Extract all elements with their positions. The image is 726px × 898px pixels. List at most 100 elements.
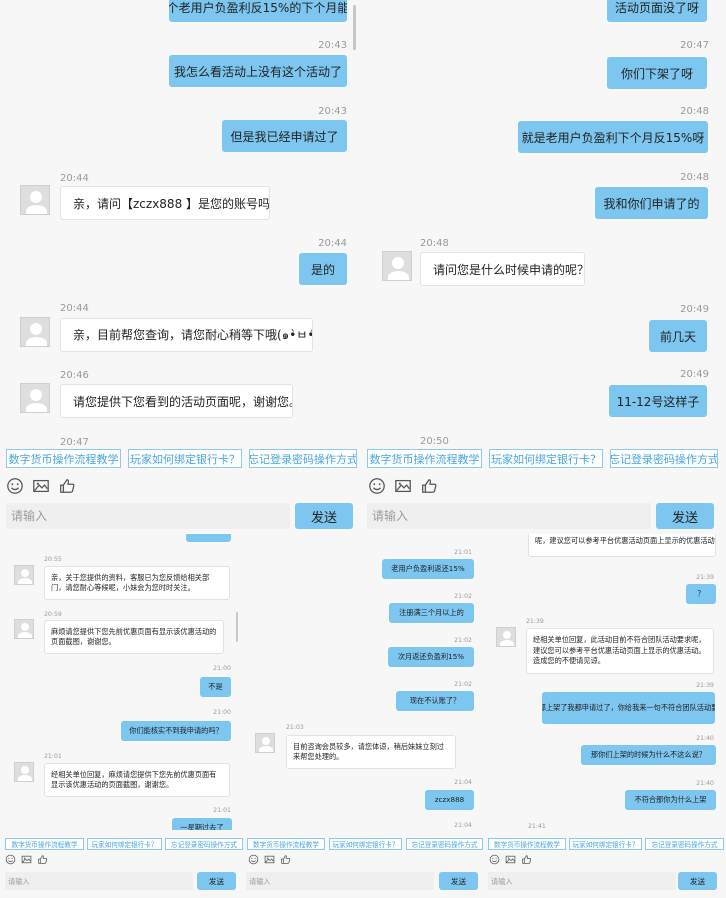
emoji-icon[interactable] [5, 854, 16, 865]
agent-message-bubble: 亲，目前帮您查询，请您耐心稍等下哦(๑•̀ㅂ•́)و✧ [60, 318, 313, 352]
agent-message-bubble: 亲，请问【zczx888 】是您的账号吗？ [60, 186, 270, 220]
user-message-bubble: 我怎么看活动上没有这个活动了 [169, 55, 347, 87]
agent-message-bubble: 请您提供下您看到的活动页面呢，谢谢您。 [60, 384, 293, 418]
quick-reply-chip[interactable]: 玩家如何绑定银行卡？ [329, 838, 402, 850]
image-icon[interactable] [505, 854, 516, 865]
user-message-bubble: 次月返还负盈利15% [388, 647, 474, 667]
agent-avatar [14, 619, 34, 639]
message-timestamp: 21:40 [696, 780, 714, 787]
send-button[interactable]: 发送 [656, 503, 714, 529]
message-input[interactable] [488, 872, 676, 890]
input-toolbar [368, 477, 438, 495]
send-button[interactable]: 发送 [295, 503, 353, 529]
agent-avatar [20, 317, 50, 347]
agent-message-bubble: 经相关单位回复，此活动目前不符合团队活动要求呢，建议您可以参考平台优惠活动页面上… [526, 628, 714, 674]
agent-message-bubble: 请问您是什么时候申请的呢？ [420, 252, 585, 286]
agent-message-bubble: 亲，关于您提供的资料，客服已为您反馈给相关部门，请您耐心等候呢，小妹会为您时时关… [44, 566, 230, 600]
quick-reply-bar: 数字货币操作流程教学玩家如何绑定银行卡？忘记登录密码操作方式 [484, 838, 726, 850]
quick-reply-chip[interactable]: 忘记登录密码操作方式 [645, 838, 724, 850]
message-timestamp: 20:55 [44, 556, 62, 563]
agent-avatar [382, 251, 412, 281]
message-timestamp: 20:48 [680, 106, 709, 117]
message-timestamp: 21:00 [213, 709, 231, 716]
user-message-bubble: 一星期过去了 [172, 818, 232, 830]
message-timestamp: 21:39 [526, 618, 544, 625]
emoji-icon[interactable] [489, 854, 500, 865]
agent-avatar [496, 627, 516, 647]
message-timestamp: 20:50 [420, 436, 449, 446]
avatar-head [30, 190, 42, 203]
avatar-body [18, 578, 32, 584]
avatar-body [500, 640, 514, 646]
avatar-head [21, 766, 29, 774]
avatar-body [387, 270, 409, 280]
message-timestamp: 20:47 [680, 40, 709, 51]
message-timestamp: 20:49 [680, 369, 709, 380]
quick-reply-chip[interactable]: 玩家如何绑定银行卡？ [87, 838, 162, 850]
user-message-bubble: 不符合那你为什么上架 [625, 790, 716, 810]
message-list[interactable]: 你们那个老用户负盈利反15%的下个月能反吗？20:43我怎么看活动上没有这个活动… [0, 0, 362, 446]
message-timestamp: 20:47 [60, 437, 89, 446]
image-icon[interactable] [21, 854, 32, 865]
quick-reply-chip[interactable]: 忘记登录密码操作方式 [406, 838, 483, 850]
quick-reply-bar: 数字货币操作流程教学玩家如何绑定银行卡？ 忘记登录密码操作方式 [362, 449, 726, 468]
quick-reply-chip[interactable]: 数字货币操作流程教学 [6, 449, 121, 468]
avatar-body [25, 336, 47, 346]
thumbs-up-icon[interactable] [280, 854, 291, 865]
quick-reply-chip[interactable]: 玩家如何绑定银行卡？ [489, 449, 603, 468]
avatar-body [18, 632, 32, 638]
thumbs-up-icon[interactable] [521, 854, 532, 865]
user-message-bubble: 是的 [299, 253, 347, 285]
send-button[interactable]: 发送 [197, 872, 236, 890]
quick-reply-chip[interactable]: 玩家如何绑定银行卡？ [569, 838, 642, 850]
emoji-icon[interactable] [368, 477, 386, 495]
message-input[interactable] [246, 872, 434, 890]
send-button[interactable]: 发送 [678, 872, 717, 890]
quick-reply-chip[interactable]: 忘记登录密码操作方式 [249, 449, 357, 468]
quick-reply-chip[interactable]: 数字货币操作流程教学 [367, 449, 482, 468]
avatar-head [30, 322, 42, 335]
user-message-bubble: 不是 [200, 677, 231, 697]
emoji-icon[interactable] [6, 477, 24, 495]
input-toolbar [489, 854, 532, 865]
message-scrollbar[interactable] [236, 612, 238, 642]
message-scrollbar[interactable] [353, 5, 356, 50]
quick-reply-chip[interactable]: 数字货币操作流程教学 [488, 838, 566, 850]
emoji-icon[interactable] [248, 854, 259, 865]
image-icon[interactable] [264, 854, 275, 865]
thumbs-up-icon[interactable] [37, 854, 48, 865]
quick-reply-chip[interactable]: 玩家如何绑定银行卡？ [128, 449, 242, 468]
message-list[interactable]: 20:55 亲，关于您提供的资料，客服已为您反馈给相关部门，请您耐心等候呢，小妹会… [0, 534, 243, 830]
image-icon[interactable] [32, 477, 50, 495]
message-input[interactable] [5, 872, 193, 890]
quick-reply-bar: 数字货币操作流程教学玩家如何绑定银行卡？忘记登录密码操作方式 [0, 838, 243, 850]
message-input[interactable] [367, 503, 651, 529]
message-timestamp: 20:44 [60, 303, 89, 314]
quick-reply-chip[interactable]: 数字货币操作流程教学 [247, 838, 325, 850]
quick-reply-chip[interactable]: 忘记登录密码操作方式 [165, 838, 243, 850]
user-message-bubble: 活动页面没了呀 [607, 0, 707, 22]
message-timestamp: 21:04 [454, 779, 472, 786]
quick-reply-chip[interactable]: 忘记登录密码操作方式 [610, 449, 718, 468]
thumbs-up-icon[interactable] [58, 477, 76, 495]
send-button[interactable]: 发送 [439, 872, 478, 890]
user-message-bubble: 前几天 [649, 320, 707, 352]
avatar-body [25, 204, 47, 214]
image-icon[interactable] [394, 477, 412, 495]
message-timestamp: 21:04 [454, 822, 472, 829]
message-timestamp: 20:44 [60, 173, 89, 184]
agent-avatar [14, 762, 34, 782]
message-list[interactable]: 呢，建议您可以参考平台优惠活动页面上显示的优惠活动。谢谢您。21:39？21:3… [484, 534, 726, 830]
message-timestamp: 21:41 [528, 823, 546, 830]
user-message-bubble: ？ [686, 584, 716, 604]
message-timestamp: 20:44 [318, 238, 347, 249]
message-timestamp: 21:01 [44, 753, 62, 760]
thumbs-up-icon[interactable] [420, 477, 438, 495]
user-message-bubble: 那你们上架的时候为什么不这么说？ [581, 745, 716, 765]
quick-reply-chip[interactable]: 数字货币操作流程教学 [5, 838, 84, 850]
message-input[interactable] [6, 503, 290, 529]
quick-reply-bar: 数字货币操作流程教学玩家如何绑定银行卡？ 忘记登录密码操作方式 [0, 449, 362, 468]
user-message-bubble: 你们那个老用户负盈利反15%的下个月能反吗？ [169, 0, 347, 22]
